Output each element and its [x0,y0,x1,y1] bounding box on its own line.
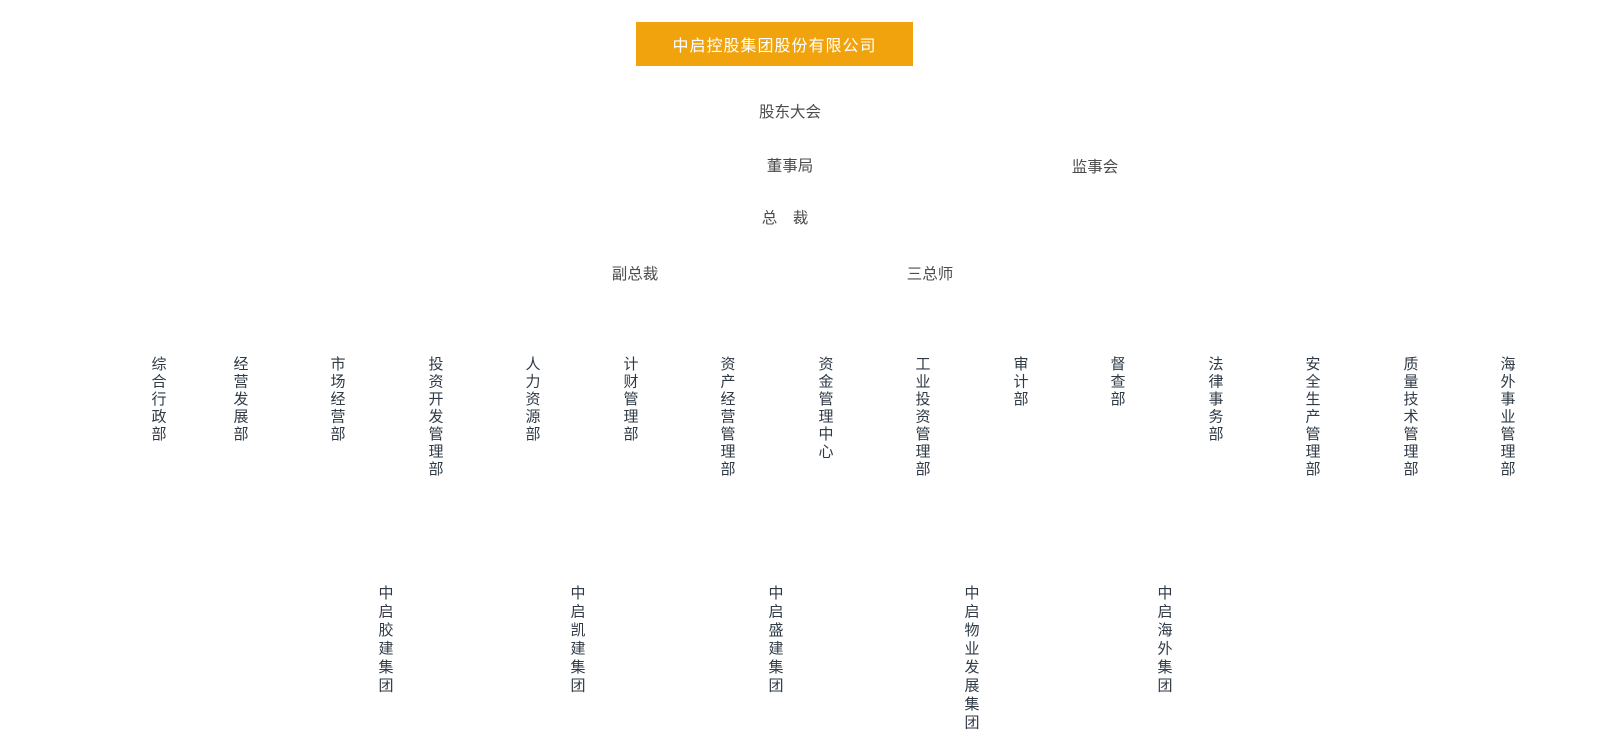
org-node-subsidiary-overseas[interactable]: 中启海外集团 [1155,585,1173,696]
org-node-department-overseas-business[interactable]: 海外事业管理部 [1498,356,1516,479]
org-node-department-legal-affairs[interactable]: 法律事务部 [1206,356,1224,444]
org-node-department-general-admin[interactable]: 综合行政部 [149,356,167,444]
org-node-shareholders-meeting[interactable]: 股东大会 [758,104,822,121]
org-node-department-industrial-invest[interactable]: 工业投资管理部 [913,356,931,479]
org-node-vice-president[interactable]: 副总裁 [611,266,659,283]
org-node-president[interactable]: 总 裁 [761,210,809,227]
org-node-subsidiary-jiaojian[interactable]: 中启胶建集团 [376,585,394,696]
org-node-department-business-development[interactable]: 经营发展部 [231,356,249,444]
org-node-department-human-resources[interactable]: 人力资源部 [523,356,541,444]
org-node-supervisory-board[interactable]: 监事会 [1071,159,1119,176]
org-node-subsidiary-property-dev[interactable]: 中启物业发展集团 [962,585,980,733]
org-node-department-supervision[interactable]: 督查部 [1108,356,1126,409]
org-node-department-market-operation[interactable]: 市场经营部 [328,356,346,444]
org-node-department-capital-center[interactable]: 资金管理中心 [816,356,834,461]
org-node-company-root[interactable]: 中启控股集团股份有限公司 [636,22,913,66]
org-node-chief-engineers[interactable]: 三总师 [906,266,954,283]
org-node-department-audit[interactable]: 审计部 [1011,356,1029,409]
org-node-department-investment-dev[interactable]: 投资开发管理部 [426,356,444,479]
org-node-department-safety-production[interactable]: 安全生产管理部 [1303,356,1321,479]
org-node-subsidiary-shengjian[interactable]: 中启盛建集团 [766,585,784,696]
org-node-department-finance[interactable]: 计财管理部 [621,356,639,444]
org-node-board-of-directors[interactable]: 董事局 [766,158,814,175]
org-node-department-asset-management[interactable]: 资产经营管理部 [718,356,736,479]
org-node-subsidiary-kaijian[interactable]: 中启凯建集团 [568,585,586,696]
company-name-label: 中启控股集团股份有限公司 [672,38,877,55]
org-node-department-quality-tech[interactable]: 质量技术管理部 [1401,356,1419,479]
